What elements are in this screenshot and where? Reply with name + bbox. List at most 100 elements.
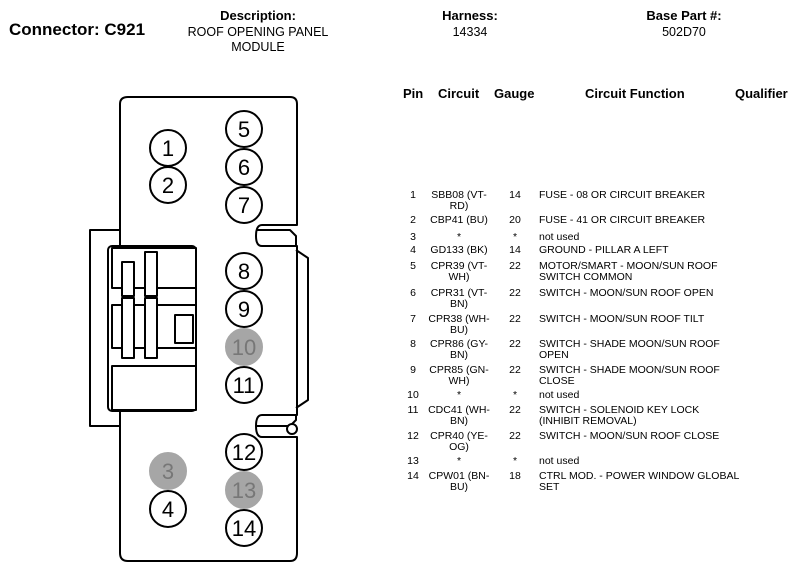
pin-cell: 8 [410, 338, 416, 350]
latch-tab [144, 251, 158, 297]
pin-number: 13 [232, 478, 256, 503]
circuit-cell: GD133 (BK) [430, 244, 488, 256]
pin-circle [225, 252, 263, 290]
pin-circle [225, 366, 263, 404]
pin-circle [225, 110, 263, 148]
pin-12: 12 [225, 433, 263, 471]
pin-cell: 5 [410, 260, 416, 272]
function-cell: SWITCH - SHADE MOON/SUN ROOF CLOSE [539, 364, 720, 387]
circuit-cell: CPR86 (GY-BN) [430, 338, 488, 361]
function-cell: MOTOR/SMART - MOON/SUN ROOF SWITCH COMMO… [539, 260, 718, 283]
pin-number: 6 [238, 155, 250, 180]
pin-cell: 10 [407, 389, 419, 401]
pin-number: 7 [238, 193, 250, 218]
pin-circle [225, 433, 263, 471]
pin-10: 10 [225, 328, 263, 366]
pin-circle [149, 490, 187, 528]
gauge-cell: 22 [509, 287, 521, 299]
pin-circle [225, 509, 263, 547]
pin-cell: 7 [410, 313, 416, 325]
gauge-cell: 22 [509, 338, 521, 350]
pin-13: 13 [225, 471, 263, 509]
pin-cell: 14 [407, 470, 419, 482]
latch-tab [121, 261, 135, 297]
pin-cell: 12 [407, 430, 419, 442]
pin-number: 14 [232, 516, 256, 541]
function-cell: GROUND - PILLAR A LEFT [539, 244, 669, 256]
latch-tab [121, 297, 135, 359]
pin-1: 1 [149, 129, 187, 167]
base-part-label: Base Part #: [646, 8, 722, 23]
function-cell: SWITCH - SOLENOID KEY LOCK (INHIBIT REMO… [539, 404, 700, 427]
function-cell: SWITCH - MOON/SUN ROOF OPEN [539, 287, 714, 299]
pin-11: 11 [225, 366, 263, 404]
latch-bar-bottom [111, 365, 197, 411]
latch-tab [144, 297, 158, 359]
pin-number: 10 [232, 335, 256, 360]
function-cell: FUSE - 08 OR CIRCUIT BREAKER [539, 189, 706, 201]
pin-circle [225, 186, 263, 224]
pin-number: 4 [162, 497, 174, 522]
pin-number: 11 [233, 373, 256, 398]
pin-circle [225, 148, 263, 186]
circuit-cell: * [456, 389, 462, 401]
function-cell: not used [539, 389, 580, 401]
pin-number: 8 [238, 259, 250, 284]
pin-number: 5 [238, 117, 250, 142]
gauge-cell: * [512, 231, 518, 243]
gauge-cell: 22 [509, 430, 521, 442]
gauge-cell: * [512, 455, 518, 467]
gauge-cell: 22 [509, 260, 521, 272]
pin-circle [225, 328, 263, 366]
connector-title: Connector: C921 [9, 20, 146, 39]
circuit-cell: CPR40 (YE-OG) [430, 430, 488, 453]
pin-number: 12 [232, 440, 256, 465]
th-qualifier: Qualifier [735, 86, 788, 101]
gauge-cell: 22 [509, 404, 521, 416]
pin-number: 9 [238, 297, 250, 322]
circuit-cell: SBB08 (VT-RD) [431, 189, 487, 212]
circuit-cell: CBP41 (BU) [430, 214, 488, 226]
gauge-cell: 22 [509, 313, 521, 325]
function-cell: not used [539, 455, 580, 467]
pin-7: 7 [225, 186, 263, 224]
pin-circle [225, 471, 263, 509]
pin-4: 4 [149, 490, 187, 528]
pin-3: 3 [149, 452, 187, 490]
pin-cell: 2 [410, 214, 416, 226]
th-function: Circuit Function [585, 86, 685, 101]
pin-cell: 4 [410, 244, 416, 256]
function-cell: SWITCH - MOON/SUN ROOF CLOSE [539, 430, 720, 442]
gauge-cell: 14 [509, 244, 521, 256]
function-cell: FUSE - 41 OR CIRCUIT BREAKER [539, 214, 706, 226]
pin-9: 9 [225, 290, 263, 328]
circuit-cell: CPR31 (VT-BN) [430, 287, 488, 310]
pin-number: 3 [162, 459, 174, 484]
polarization-dot [286, 423, 298, 435]
circuit-cell: * [456, 455, 462, 467]
function-cell: CTRL MOD. - POWER WINDOW GLOBAL SET [539, 470, 739, 493]
pin-cell: 13 [407, 455, 419, 467]
pin-cell: 9 [410, 364, 416, 376]
pin-number: 2 [162, 173, 174, 198]
pin-cell: 11 [407, 404, 419, 416]
harness-label: Harness: [442, 8, 498, 23]
gauge-cell: 18 [509, 470, 521, 482]
gauge-cell: 22 [509, 364, 521, 376]
circuit-cell: CDC41 (WH-BN) [428, 404, 490, 427]
harness-value: 14334 [452, 25, 488, 39]
pin-14: 14 [225, 509, 263, 547]
description-value: ROOF OPENING PANEL MODULE [187, 25, 329, 54]
pin-circle [225, 290, 263, 328]
th-circuit: Circuit [438, 86, 480, 101]
function-cell: not used [539, 231, 580, 243]
pin-2: 2 [149, 166, 187, 204]
gauge-cell: * [512, 389, 518, 401]
circuit-cell: CPR39 (VT-WH) [430, 260, 488, 283]
th-gauge: Gauge [494, 86, 535, 101]
circuit-cell: * [456, 231, 462, 243]
function-cell: SWITCH - MOON/SUN ROOF TILT [539, 313, 705, 325]
pin-cell: 1 [410, 189, 416, 201]
